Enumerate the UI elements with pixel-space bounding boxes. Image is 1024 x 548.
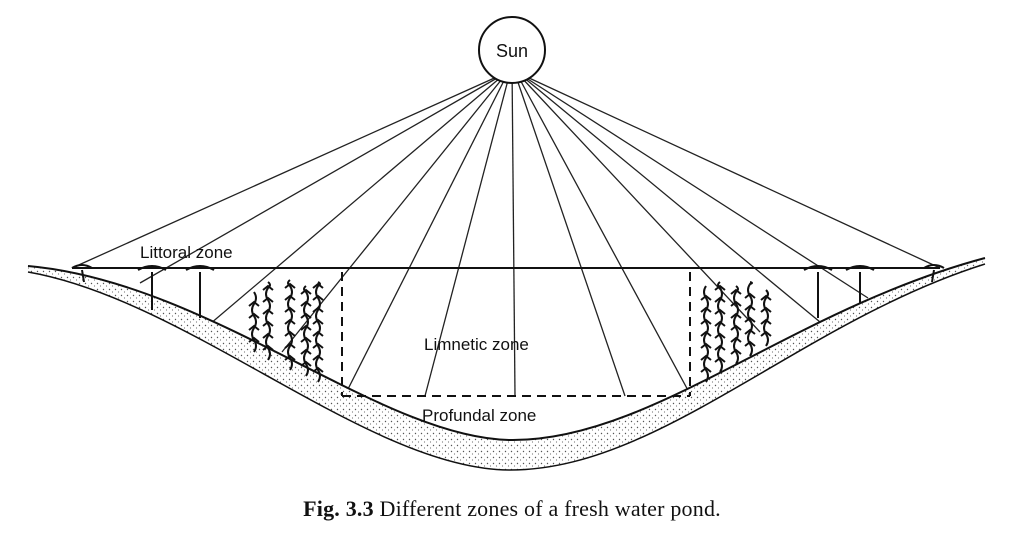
- plant-leaf: [284, 282, 296, 289]
- plant-leaf: [714, 308, 726, 315]
- plant-leaf: [262, 308, 274, 315]
- figure-number: Fig. 3.3: [303, 496, 374, 521]
- plant-leaf: [284, 342, 296, 349]
- sun-circle: [478, 16, 546, 84]
- plant-leaf: [700, 354, 712, 361]
- plant-leaf: [312, 330, 324, 337]
- plant-leaf: [300, 312, 312, 319]
- plant-leaf: [730, 336, 742, 343]
- emergent-plants-right: [803, 264, 945, 318]
- plant-leaf: [700, 330, 712, 337]
- sun-label: Sun: [496, 41, 528, 61]
- plant-leaf: [248, 300, 260, 307]
- littoral-zone-label: Littoral zone: [140, 243, 233, 262]
- plant-leaf: [744, 304, 756, 311]
- plant-leaf: [284, 306, 296, 313]
- pond-basin: [27, 257, 986, 442]
- sun-ray: [424, 77, 510, 397]
- plant-leaf: [744, 316, 756, 323]
- plant-leaf: [284, 330, 296, 337]
- plant-leaf: [300, 324, 312, 331]
- plant-leaf: [312, 306, 324, 313]
- sun-ray: [518, 77, 691, 395]
- limnetic-zone-label: Limnetic zone: [424, 335, 529, 354]
- sun-ray: [344, 77, 506, 396]
- plant-leaf: [730, 324, 742, 331]
- plant-leaf: [714, 332, 726, 339]
- plant-leaf: [300, 300, 312, 307]
- plant-leaf: [714, 284, 726, 291]
- plant-leaf: [312, 318, 324, 325]
- plant-leaf: [300, 336, 312, 343]
- plant-leaf: [760, 318, 772, 325]
- limnetic-zone-boundary: [341, 272, 691, 397]
- plant-leaf: [714, 296, 726, 303]
- plant-leaf: [284, 294, 296, 301]
- profundal-zone-label: Profundal zone: [422, 406, 536, 425]
- plant-leaf: [248, 312, 260, 319]
- plant-leaf: [730, 288, 742, 295]
- sun-ray: [71, 77, 495, 269]
- plant-leaf: [714, 356, 726, 363]
- plant-leaf: [262, 284, 274, 291]
- plant-leaf: [284, 318, 296, 325]
- sun-ray: [528, 77, 941, 269]
- plant-leaf: [300, 288, 312, 295]
- plant-leaf: [730, 348, 742, 355]
- sun: Sun: [478, 16, 546, 84]
- emergent-plants-left: [71, 264, 215, 318]
- plant-leaf: [248, 324, 260, 331]
- aquatic-plant: [703, 285, 709, 383]
- figure-caption: Fig. 3.3 Different zones of a fresh wate…: [0, 496, 1024, 522]
- aquatic-plant: [287, 279, 293, 371]
- submerged-plants-right: [700, 281, 772, 383]
- aquatic-plant: [303, 285, 309, 377]
- plant-leaf: [714, 320, 726, 327]
- submerged-plants-left: [248, 279, 324, 383]
- plant-leaf: [312, 282, 324, 289]
- plant-leaf: [312, 366, 324, 373]
- plant-leaf: [760, 294, 772, 301]
- plant-leaf: [284, 354, 296, 361]
- figure-caption-text: Different zones of a fresh water pond.: [379, 496, 721, 521]
- plant-leaf: [700, 366, 712, 373]
- plant-leaf: [760, 306, 772, 313]
- pond-sediment: [28, 258, 985, 470]
- plant-leaf: [760, 330, 772, 337]
- plant-leaf: [262, 320, 274, 327]
- plant-leaf: [300, 348, 312, 355]
- sun-ray: [209, 77, 501, 325]
- plant-leaf: [312, 354, 324, 361]
- aquatic-plant: [315, 281, 321, 383]
- sun-ray: [139, 77, 498, 284]
- plant-leaf: [700, 342, 712, 349]
- plant-leaf: [744, 328, 756, 335]
- plant-leaf: [744, 292, 756, 299]
- plant-leaf: [312, 294, 324, 301]
- sun-ray: [523, 77, 821, 323]
- plant-leaf: [714, 344, 726, 351]
- plant-leaf: [700, 306, 712, 313]
- aquatic-plant: [717, 281, 723, 373]
- plant-leaf: [262, 332, 274, 339]
- plant-leaf: [248, 336, 260, 343]
- plant-leaf: [312, 342, 324, 349]
- plant-leaf: [730, 312, 742, 319]
- plant-leaf: [300, 360, 312, 367]
- plant-leaf: [262, 344, 274, 351]
- plant-leaf: [730, 300, 742, 307]
- plant-leaf: [700, 318, 712, 325]
- plant-leaf: [700, 294, 712, 301]
- plant-leaf: [262, 296, 274, 303]
- sun-ray: [525, 77, 869, 299]
- sun-ray: [515, 77, 626, 397]
- pond-basin-outer: [27, 263, 986, 471]
- plant-leaf: [744, 340, 756, 347]
- sun-ray: [511, 77, 516, 397]
